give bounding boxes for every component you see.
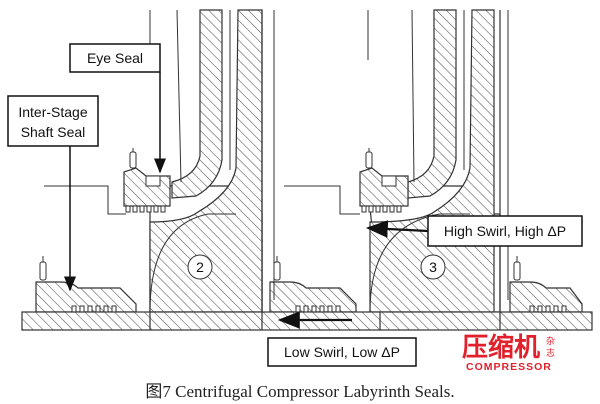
eye-seal-label-box (69, 43, 161, 73)
low-swirl-label: Low Swirl, Low ΔP (284, 344, 400, 360)
stage-number-3: 3 (429, 259, 437, 275)
impeller-disc-2 (149, 9, 263, 313)
eye-seal-callout: Eye Seal (69, 43, 166, 174)
shaft-seal-middle (269, 256, 357, 313)
stator-contour-left (44, 185, 126, 215)
stage-circle-3 (420, 254, 446, 280)
impeller-inner-curve-2 (149, 213, 236, 313)
inter-stage-label-box (7, 95, 99, 147)
inter-stage-seal-callout: Inter-Stage Shaft Seal (7, 95, 99, 292)
logo-small-top: 杂 (546, 336, 555, 347)
impeller-stage-2: 2 (44, 9, 263, 313)
eye-seal-left (123, 148, 171, 213)
eye-seal-right (359, 148, 409, 213)
inter-stage-label-line2: Shaft Seal (21, 124, 86, 140)
high-swirl-callout: High Swirl, High ΔP (365, 215, 583, 247)
logo-small-bottom: 志 (546, 347, 555, 359)
shaft-seal-left (35, 256, 137, 313)
high-swirl-label-box (427, 215, 583, 247)
low-swirl-label-box (267, 337, 417, 367)
impeller-shroud-3 (407, 9, 457, 199)
stator-contour-right (284, 185, 360, 215)
impeller-stage-3: 3 (284, 9, 501, 313)
low-swirl-callout: Low Swirl, Low ΔP (267, 311, 417, 367)
logo-chinese-text: 压缩机 (462, 332, 540, 363)
impeller-shroud-2 (171, 9, 223, 199)
eye-seal-teeth (125, 205, 166, 213)
figure-caption: 图7 Centrifugal Compressor Labyrinth Seal… (145, 382, 454, 401)
shaft-seal-right (509, 256, 583, 313)
inter-stage-label-line1: Inter-Stage (18, 104, 87, 120)
compressor-magazine-logo: 压缩机 杂 志 COMPRESSOR (462, 332, 555, 373)
high-swirl-label: High Swirl, High ΔP (444, 223, 566, 239)
stage-number-2: 2 (196, 259, 204, 275)
logo-english-text: COMPRESSOR (466, 361, 552, 373)
stage-circle-2 (187, 254, 213, 280)
eye-seal-label: Eye Seal (87, 50, 143, 66)
